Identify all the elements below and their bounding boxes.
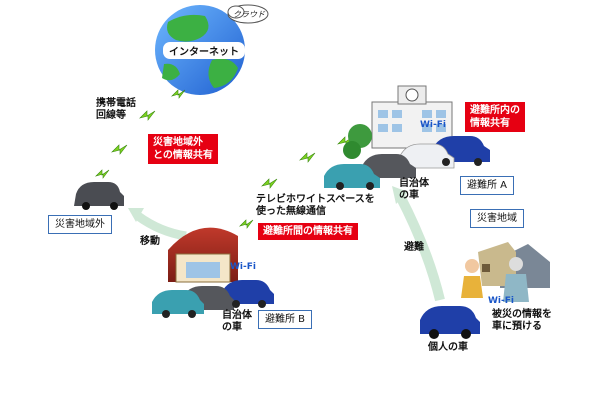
white-space-label: テレビホワイトスペースを 使った無線通信 — [256, 194, 375, 217]
outside-area-box: 災害地域外 — [48, 215, 112, 234]
cloud-icon — [227, 4, 269, 24]
disaster-area-box: 災害地域 — [470, 209, 524, 228]
wifi-label-disaster: Wi-Fi — [488, 296, 514, 306]
people-icon — [461, 257, 529, 302]
outside-share-label: 災害地域外 との情報共有 — [148, 134, 218, 164]
wifi-label-a: Wi-Fi — [420, 120, 446, 130]
evacuate-label: 避難 — [404, 242, 424, 253]
shelter-a-cars-icon — [324, 136, 490, 190]
municipal-car-b-label: 自治体 の車 — [222, 310, 252, 333]
shelter-share-label: 避難所間の情報共有 — [258, 223, 358, 240]
shelter-b-cars-icon — [152, 280, 274, 318]
outside-car-icon — [74, 182, 124, 210]
mobile-line-label: 携帯電話 回線等 — [96, 98, 136, 121]
entrust-info-label: 被災の情報を 車に預ける — [492, 309, 552, 332]
wifi-label-b: Wi-Fi — [230, 262, 256, 272]
private-car-label: 個人の車 — [428, 342, 468, 353]
lightning-icons — [94, 89, 354, 229]
move-label: 移動 — [140, 236, 160, 247]
shelter-inside-share-label: 避難所内の 情報共有 — [465, 102, 525, 132]
private-car-icon — [420, 306, 480, 339]
cloud-label: クラウド — [233, 10, 265, 19]
municipal-car-a-label: 自治体 の車 — [399, 178, 429, 201]
shelter-b-building-icon — [168, 227, 238, 283]
shelter-a-building-icon — [343, 85, 453, 159]
shelter-b-box: 避難所 B — [258, 310, 313, 329]
evacuate-arrow — [392, 186, 445, 302]
move-arrow — [128, 208, 187, 241]
internet-label: インターネット — [163, 42, 245, 59]
shelter-a-box: 避難所 A — [460, 176, 515, 195]
